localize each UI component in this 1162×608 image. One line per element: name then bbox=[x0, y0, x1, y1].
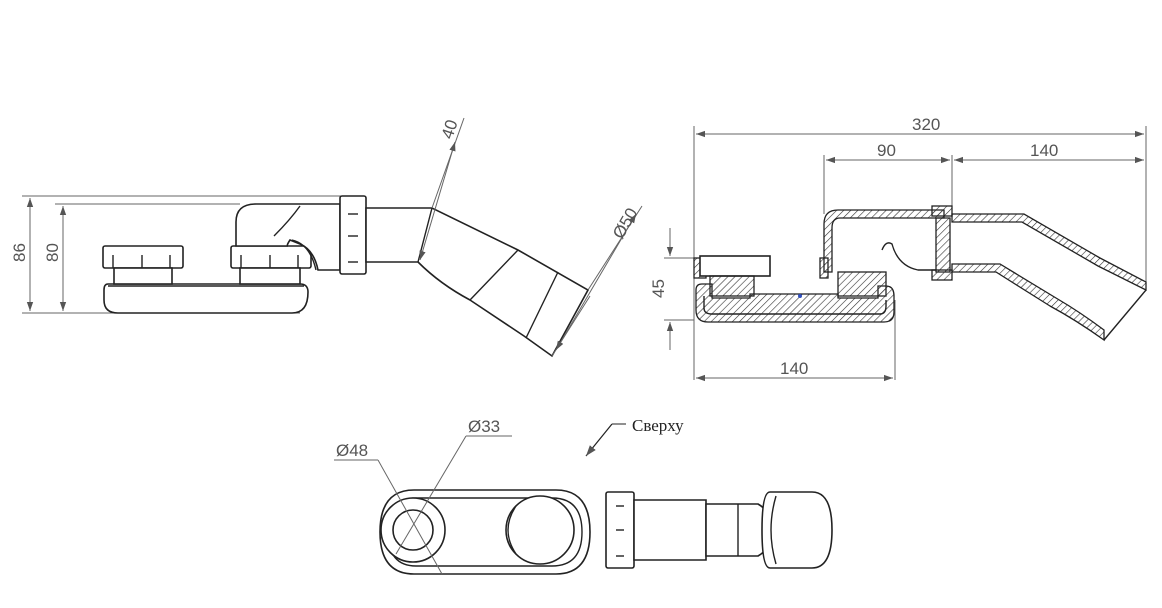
dim-label-90: 90 bbox=[877, 141, 896, 160]
dim-label-140-body: 140 bbox=[780, 359, 808, 378]
dim-label-40: 40 bbox=[438, 117, 462, 141]
drain-pan bbox=[103, 283, 309, 314]
section-view: 320 90 140 45 140 bbox=[649, 115, 1147, 382]
right-cup-circle bbox=[505, 495, 575, 565]
dim-label-d48: Ø48 bbox=[336, 441, 368, 460]
dim-label-45: 45 bbox=[649, 279, 668, 298]
section-outlet-pipe bbox=[951, 213, 1147, 292]
view-callout-label: Сверху bbox=[632, 416, 684, 435]
top-end-cap bbox=[761, 491, 833, 569]
side-view: 86 80 bbox=[10, 117, 643, 358]
dim-label-86: 86 bbox=[10, 243, 29, 262]
dim-label-80: 80 bbox=[43, 243, 62, 262]
outlet-pipe bbox=[365, 207, 590, 358]
dim-label-320: 320 bbox=[912, 115, 940, 134]
dim-label-d33: Ø33 bbox=[468, 417, 500, 436]
section-pan bbox=[695, 283, 895, 323]
inner-ring-circle bbox=[392, 509, 434, 551]
dim-label-140-outlet: 140 bbox=[1030, 141, 1058, 160]
section-elbow bbox=[823, 209, 945, 273]
left-cap-nut bbox=[102, 245, 184, 285]
elbow-body bbox=[235, 203, 341, 271]
right-cap-nut bbox=[230, 245, 312, 285]
dim-line-d50 bbox=[555, 213, 637, 351]
top-view: Ø48 Ø33 Сверху bbox=[334, 416, 833, 575]
dim-line-40 bbox=[419, 141, 456, 261]
view-direction-arrow bbox=[585, 423, 613, 457]
dim-label-d50: Ø50 bbox=[609, 205, 642, 242]
top-pipe bbox=[633, 499, 707, 561]
